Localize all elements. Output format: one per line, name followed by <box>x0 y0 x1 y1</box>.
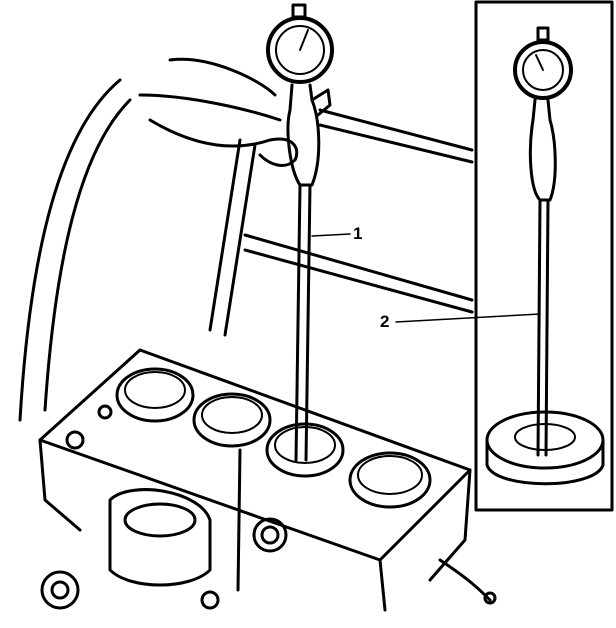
inset-frame <box>474 0 614 512</box>
cylinder-block <box>38 348 497 612</box>
leader-line-1 <box>311 233 351 237</box>
callout-label-1: 1 <box>353 224 363 243</box>
hand <box>138 57 299 167</box>
background-stand <box>18 78 474 422</box>
bore-gauge-1 <box>266 3 334 462</box>
callout-label-2: 2 <box>380 312 390 331</box>
bore-gauge-2-in-setting-ring <box>485 26 605 486</box>
leader-line-2 <box>395 313 541 323</box>
